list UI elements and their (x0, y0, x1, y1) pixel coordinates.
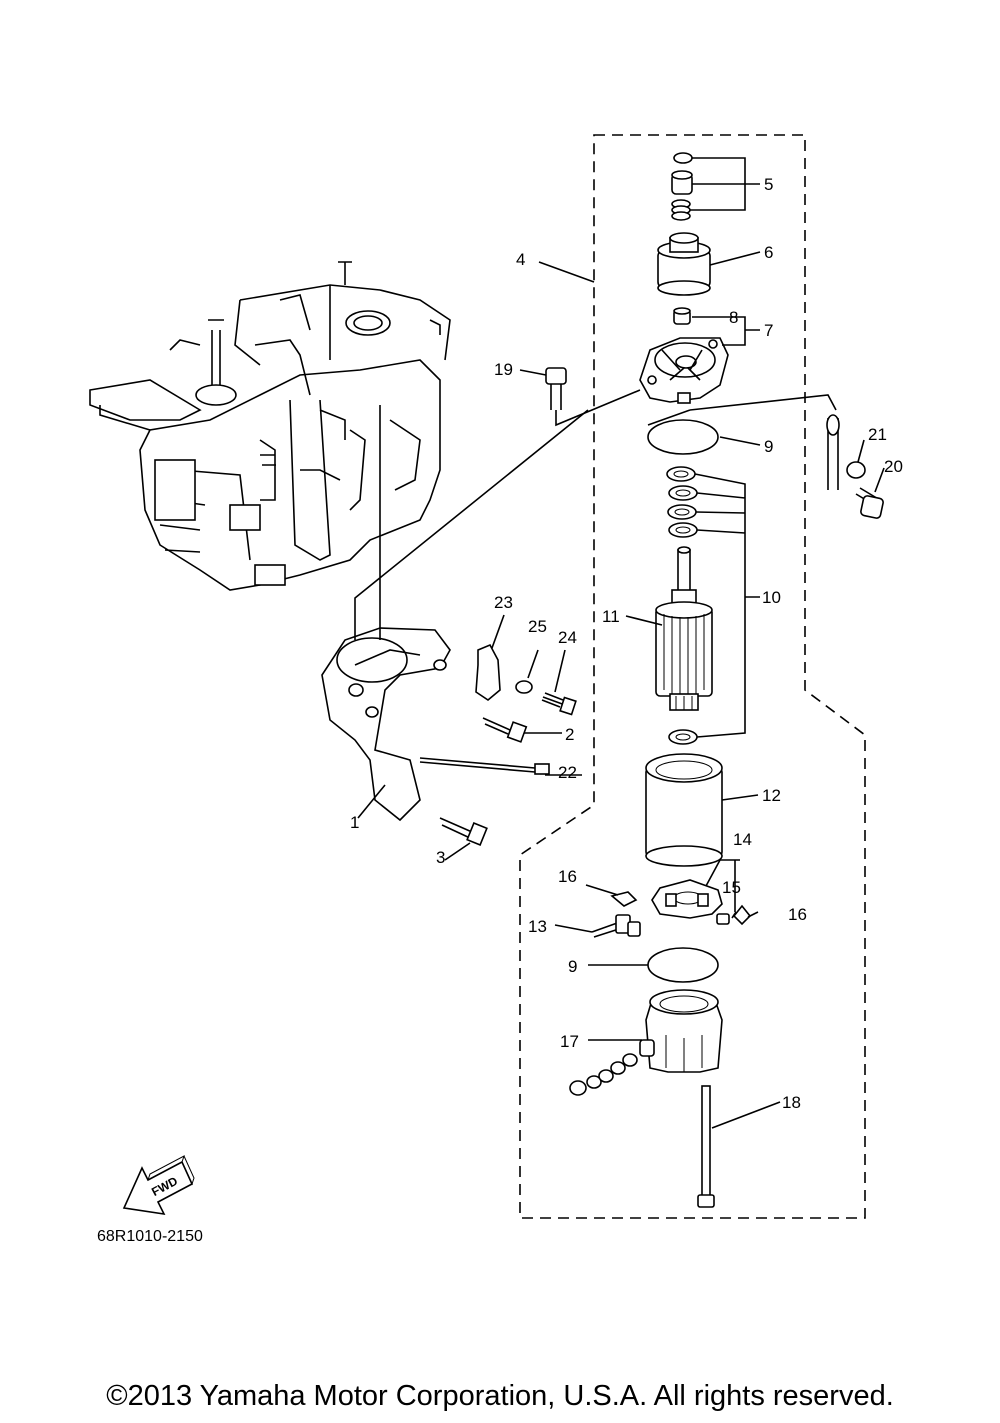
callout-13: 13 (528, 917, 547, 936)
callout-16-right: 16 (788, 905, 807, 924)
bolt-3 (439, 817, 488, 847)
callout-7: 7 (764, 321, 773, 340)
copyright-notice: ©2013 Yamaha Motor Corporation, U.S.A. A… (106, 1380, 894, 1412)
screw-20 (855, 487, 884, 519)
clip-23 (475, 643, 501, 701)
callout-12: 12 (762, 786, 781, 805)
engine-block-illustration (89, 261, 451, 591)
callout-6: 6 (764, 243, 773, 262)
o-ring-9-upper (647, 419, 719, 455)
front-bracket-7 (639, 337, 729, 404)
clip-5 (673, 152, 693, 164)
callout-3: 3 (436, 848, 445, 867)
washer-25 (515, 680, 533, 694)
collar-5 (671, 170, 693, 195)
tie-22 (419, 757, 550, 775)
callout-1: 1 (350, 813, 359, 832)
callout-18: 18 (782, 1093, 801, 1112)
bolt-19 (545, 367, 641, 427)
callout-22: 22 (558, 763, 577, 782)
callout-20: 20 (884, 457, 903, 476)
callout-9-upper: 9 (764, 437, 773, 456)
callout-9-lower: 9 (568, 957, 577, 976)
brush-15 (716, 913, 730, 925)
washer-21 (846, 461, 866, 479)
callout-10: 10 (762, 588, 781, 607)
callout-25: 25 (528, 617, 547, 636)
spring-16-right (732, 904, 752, 926)
yoke-12 (645, 753, 723, 867)
callout-19: 19 (494, 360, 513, 379)
through-bolt-18 (697, 1085, 715, 1208)
o-ring-9-lower (647, 947, 719, 983)
fwd-arrow-icon: FWD (122, 1154, 195, 1216)
callout-11: 11 (602, 607, 620, 626)
brush-holder-14 (651, 879, 723, 919)
callout-5: 5 (764, 175, 773, 194)
leader-lines (357, 157, 885, 1129)
lead-wire (647, 394, 840, 490)
callout-23: 23 (494, 593, 513, 612)
callouts: 5 6 4 8 7 19 9 21 20 10 23 11 25 24 2 22… (350, 175, 903, 1112)
spring-16-left (610, 891, 638, 907)
callout-21: 21 (868, 425, 887, 444)
bush-8 (673, 307, 691, 325)
callout-24: 24 (558, 628, 577, 647)
callout-16-left: 16 (558, 867, 577, 886)
pinion-gear-6 (657, 232, 711, 296)
rear-cover-17 (639, 989, 723, 1073)
catalog-code: 68R1010-2150 (97, 1228, 203, 1245)
armature-11 (655, 546, 713, 711)
callout-4: 4 (516, 250, 525, 269)
callout-2: 2 (565, 725, 574, 744)
bolt-2 (482, 717, 528, 743)
terminal-13 (591, 914, 641, 938)
callout-15: 15 (722, 878, 741, 897)
callout-17: 17 (560, 1032, 579, 1051)
callout-14: 14 (733, 830, 752, 849)
spring-5 (671, 199, 691, 221)
bolt-24 (541, 692, 577, 716)
nut-washer-set (569, 1053, 638, 1096)
assembly-boundary (519, 134, 866, 1219)
callout-8: 8 (729, 308, 738, 327)
starter-bracket (321, 405, 589, 822)
